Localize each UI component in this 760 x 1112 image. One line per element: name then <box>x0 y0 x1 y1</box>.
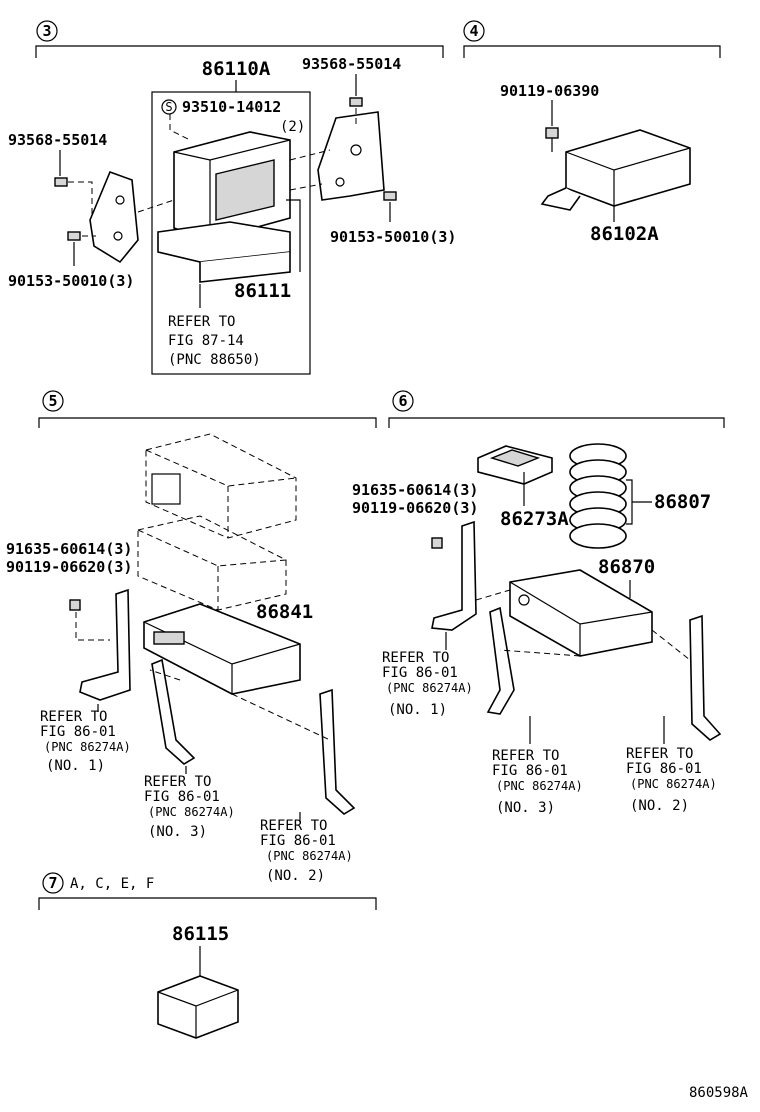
section-6-circle <box>392 390 414 412</box>
bracket-no3-icon <box>151 658 196 765</box>
bracket-no1-icon <box>79 588 131 701</box>
refer-no2-sec6-line1: REFER TO <box>626 746 693 762</box>
refer-no2-sec5-line3: (PNC 86274A) <box>266 849 353 863</box>
changer-86870-icon <box>509 569 653 657</box>
bolt-90119-sec6-label: 90119-06620(3) <box>352 499 478 517</box>
assembly-frame <box>151 91 311 375</box>
section-4-number: 4 <box>469 22 478 40</box>
footer-code: 860598A <box>689 1085 749 1101</box>
refer-no2-sec5-line1: REFER TO <box>260 818 327 834</box>
bolt-90153-right-label: 90153-50010(3) <box>330 228 456 246</box>
bolt-right-icon <box>383 191 397 201</box>
refer-no1-sec6-line4: (NO. 1) <box>388 702 447 718</box>
nut-91635-sec5-label: 91635-60614(3) <box>6 540 132 558</box>
unit-86841-icon <box>143 603 301 695</box>
bracket-no1-sec6-icon <box>431 520 477 631</box>
s-mark: S <box>165 100 172 114</box>
unit-86102a-icon <box>540 129 691 211</box>
refer-no1-sec6-line3: (PNC 86274A) <box>386 681 473 695</box>
refer-88650-line2: FIG 87-14 <box>168 333 244 349</box>
bolt-90153-left-label: 90153-50010(3) <box>8 272 134 290</box>
refer-no1-sec6-line1: REFER TO <box>382 650 449 666</box>
screw-93510-label: 93510-14012 <box>182 98 281 116</box>
display-unit-icon <box>173 131 291 241</box>
section-3: 3 86110A S 93510-14012 (2) 86111 REFER T… <box>8 20 456 375</box>
section-7-qualifier: A, C, E, F <box>70 876 154 892</box>
refer-88650-line3: (PNC 88650) <box>168 352 261 368</box>
unit-86115-icon <box>157 975 239 1039</box>
screw-93568-left-label: 93568-55014 <box>8 131 107 149</box>
discs-86807-label: 86807 <box>654 491 711 513</box>
bracket-no2-sec6-icon <box>689 614 722 741</box>
refer-no3-sec5-line2: FIG 86-01 <box>144 789 220 805</box>
section-7-bracket <box>38 897 377 910</box>
refer-no1-sec5-line1: REFER TO <box>40 709 107 725</box>
changer-86870-label: 86870 <box>598 556 655 578</box>
section-5-number: 5 <box>48 392 57 410</box>
unit-86841-label: 86841 <box>256 601 313 623</box>
refer-no2-sec6-line2: FIG 86-01 <box>626 761 702 777</box>
section-5-circle <box>42 390 64 412</box>
screw-93568-right-label: 93568-55014 <box>302 55 401 73</box>
section-6: 6 86273A 86807 91635-60614(3) 90119-0662… <box>352 390 725 816</box>
refer-no1-sec5-line2: FIG 86-01 <box>40 724 116 740</box>
panel-86111-icon <box>157 221 291 283</box>
disc-stack-86807-icon <box>569 443 627 549</box>
panel-86111-label: 86111 <box>234 280 291 302</box>
bracket-no2-icon <box>319 688 356 815</box>
refer-no3-sec6-line3: (PNC 86274A) <box>496 779 583 793</box>
refer-no3-sec6-line2: FIG 86-01 <box>492 763 568 779</box>
bolt-sec4-icon <box>545 127 559 139</box>
nut-91635-sec6-label: 91635-60614(3) <box>352 481 478 499</box>
pad-86273a-icon <box>477 445 553 485</box>
bolt-sec5-icon <box>69 599 81 611</box>
refer-no3-sec6-line1: REFER TO <box>492 748 559 764</box>
right-bracket-icon <box>317 111 385 201</box>
refer-no2-sec5-line4: (NO. 2) <box>266 868 325 884</box>
refer-no3-sec5-line3: (PNC 86274A) <box>148 805 235 819</box>
section-6-bracket <box>388 417 725 428</box>
refer-no3-sec6-line4: (NO. 3) <box>496 800 555 816</box>
s-mark-circle <box>161 99 177 115</box>
section-3-circle <box>36 20 58 42</box>
screw-right-icon <box>349 97 363 107</box>
refer-no2-sec6-line4: (NO. 2) <box>630 798 689 814</box>
refer-no3-sec5-line4: (NO. 3) <box>148 824 207 840</box>
unit-86115-label: 86115 <box>172 923 229 945</box>
refer-no1-sec5-line3: (PNC 86274A) <box>44 740 131 754</box>
unit-86102a-label: 86102A <box>590 223 659 245</box>
section-7-circle <box>42 872 64 894</box>
refer-no1-sec5-line4: (NO. 1) <box>46 758 105 774</box>
section-4-bracket <box>463 45 721 58</box>
section-4-circle <box>463 20 485 42</box>
section-4: 4 90119-06390 86102A <box>463 20 721 245</box>
refer-no3-sec5-line1: REFER TO <box>144 774 211 790</box>
bolt-90119-sec5-label: 90119-06620(3) <box>6 558 132 576</box>
refer-no2-sec5-line2: FIG 86-01 <box>260 833 336 849</box>
bracket-no3-sec6-icon <box>486 606 515 715</box>
section-6-number: 6 <box>398 392 407 410</box>
middle-module-outline <box>137 515 287 611</box>
pad-86273a-label: 86273A <box>500 508 569 530</box>
left-bracket-icon <box>89 170 139 264</box>
screw-left-icon <box>54 177 68 187</box>
section-5: 5 86841 91635-60614(3) 90119-06620(3) <box>6 390 377 884</box>
section-7-number: 7 <box>48 874 57 892</box>
section-7: 7 A, C, E, F 86115 <box>38 872 377 1039</box>
section-5-bracket <box>38 417 377 428</box>
bolt-left-icon <box>67 231 81 241</box>
section-3-bracket <box>35 45 444 58</box>
section-3-number: 3 <box>42 22 51 40</box>
screw-93510-qty: (2) <box>280 119 305 135</box>
upper-module-outline <box>145 433 297 539</box>
refer-no2-sec6-line3: (PNC 86274A) <box>630 777 717 791</box>
bolt-90119-06390-label: 90119-06390 <box>500 82 599 100</box>
refer-no1-sec6-line2: FIG 86-01 <box>382 665 458 681</box>
bolt-sec6-icon <box>431 537 443 549</box>
assembly-86110a-label: 86110A <box>202 58 271 80</box>
refer-88650-line1: REFER TO <box>168 314 235 330</box>
